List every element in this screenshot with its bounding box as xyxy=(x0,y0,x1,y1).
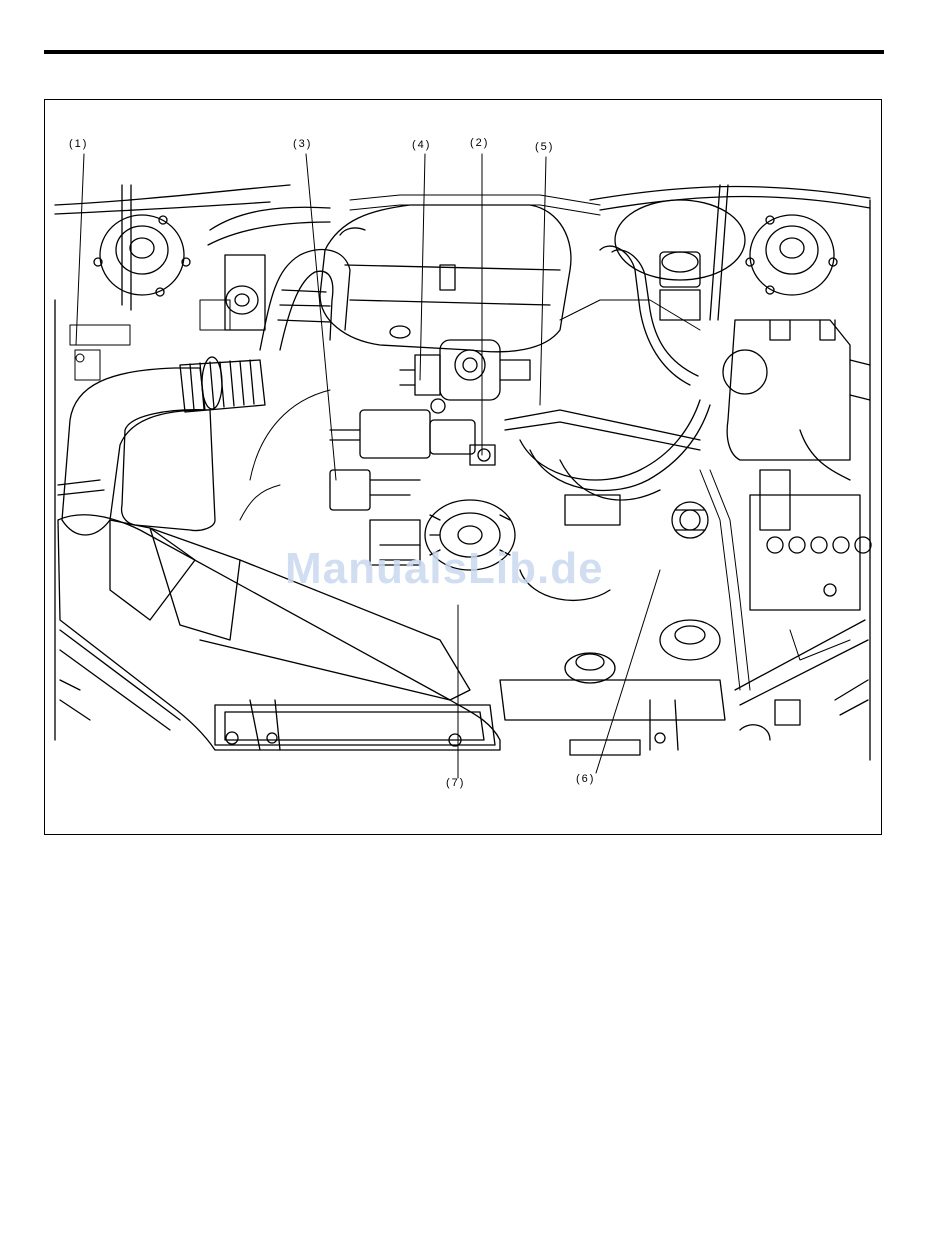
callout-label-7: (7) xyxy=(446,777,465,789)
wiring-harness xyxy=(70,195,850,690)
right-strut-tower xyxy=(746,215,837,295)
solenoid-cluster xyxy=(330,410,700,510)
air-intake-duct xyxy=(58,357,265,535)
callout-label-1: (1) xyxy=(69,138,88,150)
battery xyxy=(750,430,871,610)
callout-leaders xyxy=(76,154,660,778)
callout-label-3: (3) xyxy=(293,138,312,150)
left-strut-tower xyxy=(94,185,190,310)
intake-upper-hose xyxy=(208,207,350,350)
callout-label-5: (5) xyxy=(535,141,554,153)
reservoir-tank xyxy=(723,320,870,460)
callout-label-4: (4) xyxy=(412,139,431,151)
radiator-support xyxy=(60,620,868,755)
callout-label-6: (6) xyxy=(576,773,595,785)
fender-outline xyxy=(55,185,940,760)
intake-manifold-cover xyxy=(320,205,571,352)
watermark-text: ManualsLib.de xyxy=(285,544,604,594)
callout-label-2: (2) xyxy=(470,137,489,149)
